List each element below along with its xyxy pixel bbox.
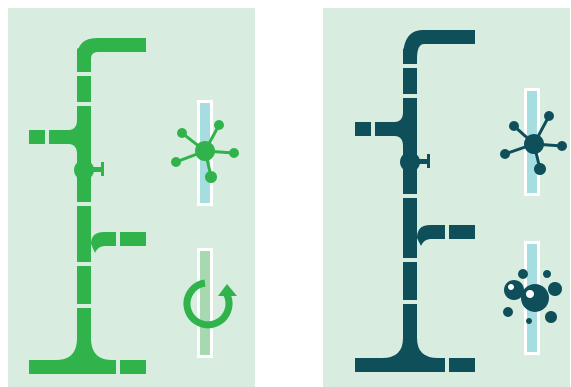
pipe-diagram-teal	[323, 8, 570, 387]
pipe-flanges	[371, 64, 449, 374]
refresh-cycle-icon	[183, 279, 237, 329]
valve-handle	[101, 162, 104, 176]
valve-stem	[92, 167, 102, 172]
left-branch-pipe	[355, 122, 405, 136]
bubbles-icon	[503, 269, 562, 324]
molecule-icon	[500, 111, 567, 175]
top-elbow-pipe	[77, 38, 146, 59]
pipe-network	[355, 30, 475, 374]
molecule-icon	[171, 120, 239, 183]
panel-background	[8, 8, 255, 387]
panel-green	[8, 8, 255, 387]
left-branch-tee	[68, 120, 77, 154]
left-branch-tee	[394, 112, 403, 146]
pipe-diagram-green	[8, 8, 255, 387]
left-branch-pipe	[29, 130, 79, 144]
valve-handle	[427, 154, 430, 168]
tube-lower	[200, 251, 210, 355]
top-elbow-pipe	[403, 30, 475, 59]
pipe-network	[29, 38, 146, 376]
pipe-flanges	[45, 72, 120, 376]
main-vertical-pipe	[403, 48, 417, 368]
valve-body	[74, 160, 94, 180]
valve-stem	[418, 159, 428, 164]
valve-body	[400, 152, 420, 172]
main-vertical-pipe	[77, 48, 91, 368]
panel-teal	[323, 8, 570, 387]
